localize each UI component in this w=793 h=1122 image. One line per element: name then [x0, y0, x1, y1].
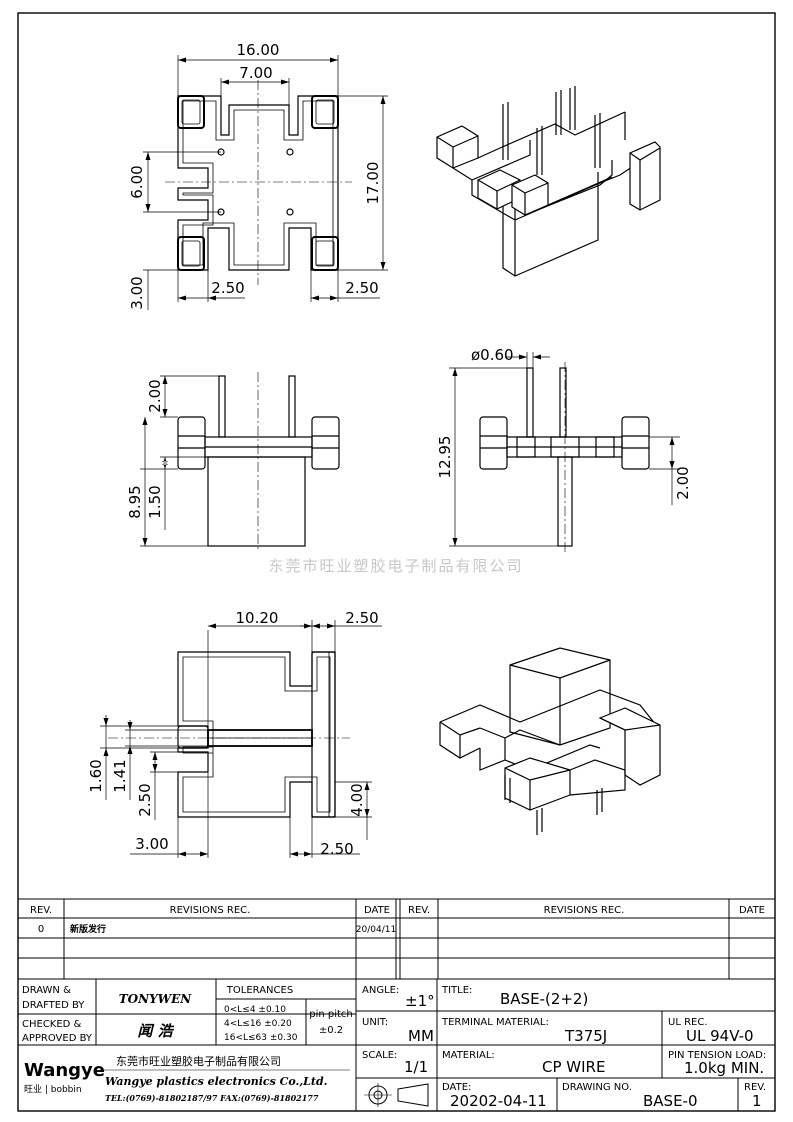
dim-bot-right: 2.50 [320, 840, 353, 858]
rev-value: 1 [752, 1092, 762, 1110]
front-view [140, 372, 340, 552]
tol-line-3: 16<L≤63 ±0.30 [224, 1033, 298, 1043]
dim-top-pin-spacing: 6.00 [128, 165, 146, 198]
top-view [143, 55, 388, 310]
drawn-label-2: DRAFTED BY [22, 1000, 85, 1011]
dim-top-height: 17.00 [364, 162, 382, 205]
dim-bot-left: 3.00 [135, 835, 168, 853]
pin-tension-value: 1.0kg MIN. [684, 1059, 764, 1077]
rev-row-rev: 0 [38, 924, 44, 935]
rev-header-rev-2: REV. [408, 905, 430, 916]
checked-label-1: CHECKED & [22, 1019, 82, 1030]
checked-label-2: APPROVED BY [22, 1033, 93, 1044]
projection-symbol-icon [364, 1083, 429, 1107]
date-value: 20202-04-11 [450, 1092, 547, 1110]
dim-top-slot-right: 2.50 [345, 279, 378, 297]
material-label: MATERIAL: [442, 1050, 495, 1061]
terminal-value: T375J [564, 1027, 607, 1045]
dim-side2-height: 12.95 [436, 436, 454, 479]
side-view-arrows [452, 354, 675, 546]
checked-value: 闻 浩 [137, 1022, 174, 1040]
dim-side-total: 8.95 [126, 485, 144, 518]
rev-row-date: 20/04/11 [356, 925, 396, 935]
dim-top-inner-width: 7.00 [239, 64, 272, 82]
iso-view-bottom [439, 647, 661, 835]
top-view-arrows [145, 57, 386, 301]
title-value: BASE-(2+2) [500, 990, 588, 1008]
ul-label: UL REC. [668, 1017, 708, 1028]
dim-bot-width: 10.20 [236, 609, 279, 627]
drawing-no-label: DRAWING NO. [562, 1082, 632, 1093]
rev-header-revisions: REVISIONS REC. [170, 905, 251, 916]
date-label: DATE: [442, 1082, 471, 1093]
dim-side-pin: 2.00 [146, 379, 164, 412]
angle-label: ANGLE: [362, 985, 399, 996]
rev-label: REV. [744, 1082, 766, 1093]
tol-line-1: 0<L≤4 ±0.10 [224, 1005, 286, 1015]
ul-value: UL 94V-0 [686, 1027, 754, 1045]
company-brand: Wangye [24, 1060, 105, 1081]
company-sub: 旺业 | bobbin [24, 1084, 82, 1095]
dim-pin-dia: ø0.60 [471, 346, 514, 364]
rev-header-date-2: DATE [739, 905, 765, 916]
revisions-table [18, 898, 775, 980]
dim-bot-a: 1.60 [87, 759, 105, 792]
company-cn: 东莞市旺业塑胶电子制品有限公司 [116, 1054, 281, 1068]
iso-view-top [436, 86, 661, 277]
dim-bot-d: 4.00 [348, 783, 366, 816]
terminal-label: TERMINAL MATERIAL: [441, 1017, 549, 1028]
dim-bot-b: 1.41 [111, 759, 129, 792]
company-en: Wangye plastics electronics Co.,Ltd. [105, 1075, 328, 1088]
drawing-no-value: BASE-0 [643, 1092, 698, 1110]
side-view [449, 352, 680, 552]
title-label: TITLE: [441, 985, 472, 996]
dim-top-bottom-left: 3.00 [128, 276, 146, 309]
rev-header-date: DATE [364, 905, 390, 916]
sheet-border [17, 12, 776, 1112]
rev-header-rev: REV. [30, 905, 52, 916]
front-view-arrows [142, 376, 168, 546]
tol-label: TOLERANCES [226, 985, 293, 996]
drawn-label-1: DRAWN & [22, 985, 71, 996]
drawn-value: TONYWEN [119, 992, 193, 1006]
bottom-view [100, 620, 382, 858]
dim-bot-c: 2.50 [136, 783, 154, 816]
scale-value: 1/1 [404, 1058, 428, 1076]
dim-side-step: 1.50 [146, 485, 164, 518]
pitch-value: ±0.2 [319, 1025, 343, 1036]
dim-side2-right: 2.00 [674, 466, 692, 499]
dim-top-width: 16.00 [237, 41, 280, 59]
company-tel: TEL:(0769)-81802187/97 FAX:(0769)-818021… [105, 1093, 319, 1103]
bottom-view-arrows [103, 623, 370, 857]
scale-label: SCALE: [362, 1050, 397, 1061]
pin-tension-label: PIN TENSION LOAD: [668, 1050, 766, 1061]
unit-value: MM [408, 1027, 434, 1045]
dim-top-slot-left: 2.50 [211, 279, 244, 297]
material-value: CP WIRE [542, 1058, 605, 1076]
rev-row-text: 新版发行 [70, 923, 106, 935]
dim-bot-right-w: 2.50 [345, 609, 378, 627]
title-block-grid [18, 979, 775, 1111]
pitch-label: pin pitch [309, 1009, 353, 1020]
tol-line-2: 4<L≤16 ±0.20 [224, 1019, 292, 1029]
unit-label: UNIT: [362, 1017, 388, 1028]
watermark: 东莞市旺业塑胶电子制品有限公司 [268, 557, 523, 575]
rev-header-revisions-2: REVISIONS REC. [544, 905, 625, 916]
angle-value: ±1° [405, 992, 435, 1010]
